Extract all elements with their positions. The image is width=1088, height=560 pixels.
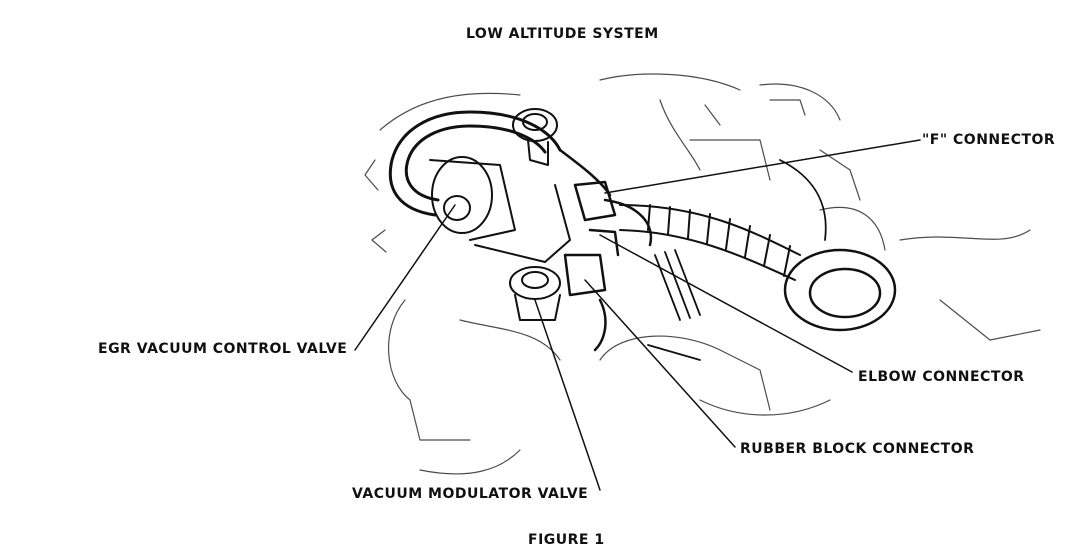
label-rubber-block-connector: RUBBER BLOCK CONNECTOR (740, 441, 975, 457)
leader-rubber-block (584, 279, 736, 448)
label-vacuum-modulator-valve: VACUUM MODULATOR VALVE (352, 486, 589, 502)
modulator-valve-knob (509, 266, 561, 321)
figure-caption: FIGURE 1 (528, 532, 605, 548)
corrugated-hose (619, 204, 801, 281)
leader-egr-valve (354, 204, 456, 351)
rubber-block-and-elbow (563, 228, 620, 352)
wire-harness (647, 159, 827, 361)
label-elbow-connector: ELBOW CONNECTOR (858, 369, 1025, 385)
label-f-connector: "F" CONNECTOR (922, 132, 1056, 148)
leader-f-connector (604, 139, 921, 194)
label-egr-vacuum-control-valve: EGR VACUUM CONTROL VALVE (98, 341, 348, 357)
diagram-title: LOW ALTITUDE SYSTEM (466, 26, 659, 42)
breather-cap (783, 248, 897, 332)
f-connector-assembly (558, 148, 653, 247)
top-valve-knob (512, 108, 558, 166)
egr-valve-body (429, 156, 571, 263)
leader-vacuum-modulator (534, 299, 601, 491)
vacuum-hose-loop (388, 110, 562, 217)
leader-lines (354, 139, 921, 491)
leader-elbow-connector (599, 234, 853, 373)
engine-block-outline (364, 73, 1041, 475)
